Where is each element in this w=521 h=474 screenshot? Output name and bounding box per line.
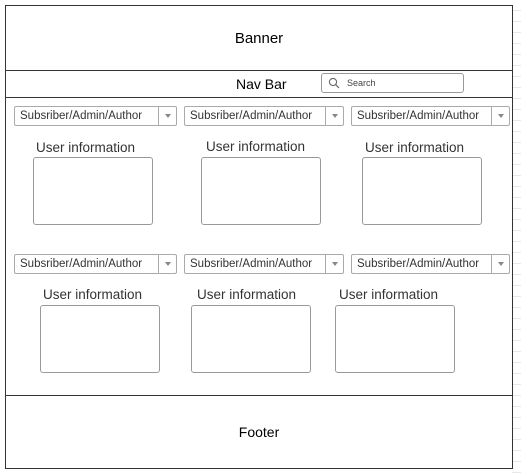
chevron-down-icon[interactable] (325, 255, 343, 273)
role-select-4[interactable]: Subsriber/Admin/Author (14, 254, 177, 274)
chevron-down-icon[interactable] (491, 107, 509, 125)
user-info-label: User information (365, 140, 465, 155)
banner-label: Banner (234, 29, 284, 47)
user-info-label: User information (206, 139, 306, 154)
chevron-down-icon[interactable] (158, 107, 176, 125)
banner: Banner (6, 6, 512, 71)
chevron-down-icon[interactable] (158, 255, 176, 273)
chevron-down-icon[interactable] (325, 107, 343, 125)
role-select-value: Subsriber/Admin/Author (357, 258, 480, 270)
footer: Footer (6, 395, 512, 468)
role-select-5[interactable]: Subsriber/Admin/Author (184, 254, 344, 274)
role-select-value: Subsriber/Admin/Author (20, 110, 143, 122)
user-info-box (33, 157, 153, 225)
nav-bar-title: Nav Bar (236, 76, 287, 92)
search-box[interactable] (321, 73, 464, 93)
footer-label: Footer (238, 424, 280, 440)
search-input[interactable] (347, 78, 457, 88)
role-select-value: Subsriber/Admin/Author (20, 258, 143, 270)
user-info-label: User information (197, 287, 297, 302)
user-info-label: User information (43, 287, 143, 302)
user-info-label: User information (339, 287, 439, 302)
role-select-6[interactable]: Subsriber/Admin/Author (351, 254, 510, 274)
role-select-value: Subsriber/Admin/Author (357, 110, 480, 122)
search-icon (328, 77, 340, 89)
user-info-box (201, 157, 321, 225)
user-info-label: User information (36, 140, 136, 155)
user-info-box (362, 157, 482, 225)
user-info-box (335, 305, 455, 373)
chevron-down-icon[interactable] (491, 255, 509, 273)
role-select-3[interactable]: Subsriber/Admin/Author (351, 106, 510, 126)
role-select-value: Subsriber/Admin/Author (190, 110, 313, 122)
role-select-value: Subsriber/Admin/Author (190, 258, 313, 270)
user-info-box (40, 305, 160, 373)
role-select-2[interactable]: Subsriber/Admin/Author (184, 106, 344, 126)
role-select-1[interactable]: Subsriber/Admin/Author (14, 106, 177, 126)
canvas-grid (512, 0, 521, 474)
wireframe-page: Banner Nav Bar Subsriber/Admin/Author Su… (5, 5, 513, 469)
nav-bar: Nav Bar (6, 71, 512, 98)
user-info-box (191, 305, 311, 373)
